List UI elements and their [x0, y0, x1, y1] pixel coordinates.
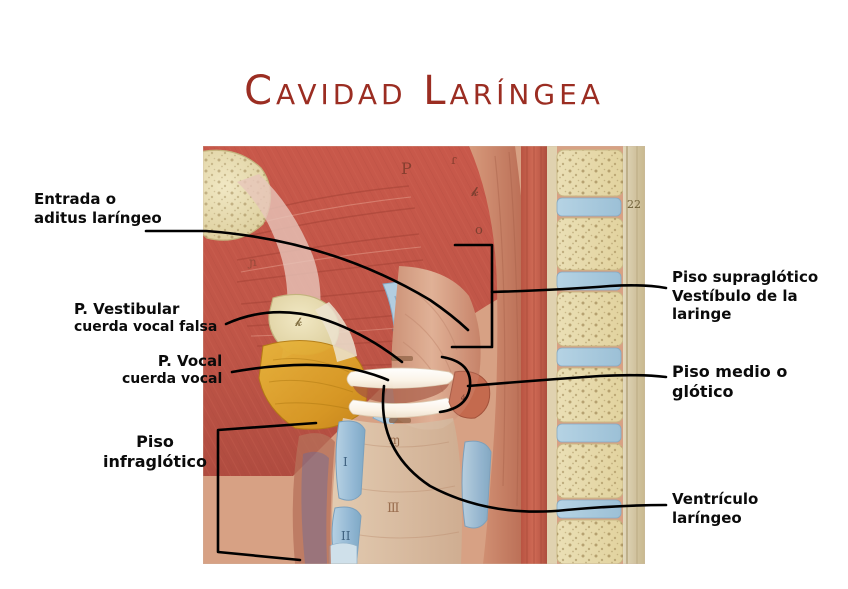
label-ventriculo-line-1: Ventrículo: [672, 490, 759, 508]
figure-mark-r: ɾ: [451, 153, 457, 168]
figure-mark-III: Ⅲ: [387, 501, 400, 516]
tracheal-cartilage: [335, 420, 366, 501]
figure-mark-22: 22: [627, 198, 641, 211]
figure-mark-n: ɲ: [247, 255, 257, 269]
label-piso-medio-glotico: Piso medio o glótico: [672, 362, 787, 402]
label-pliegue-vestibular: P. Vestibular cuerda vocal falsa: [74, 300, 217, 336]
intervertebral-disc: [556, 347, 622, 367]
label-vestibular-line-2: cuerda vocal falsa: [74, 318, 218, 335]
label-infraglotico-line-2: infraglótico: [102, 451, 208, 471]
mandible-trabeculae: [203, 150, 271, 241]
label-supraglotico-line-1: Piso supraglótico: [672, 268, 819, 286]
anterior-longitudinal-ligament: [547, 146, 557, 564]
figure-mark-o: o: [475, 223, 483, 238]
vertebral-trabeculae: [557, 368, 623, 422]
intervertebral-disc: [556, 197, 622, 217]
label-aditus-line-2: aditus laríngeo: [34, 208, 162, 227]
intervertebral-disc: [556, 423, 622, 443]
label-aditus-line-1: Entrada o: [34, 190, 117, 208]
label-pliegue-vocal: P. Vocal cuerda vocal: [122, 352, 222, 388]
label-medio-line-2: glótico: [672, 381, 734, 401]
illustration-body: 𝓴 ↙: [203, 146, 645, 564]
label-piso-infraglotico: Piso infraglótico: [96, 432, 214, 472]
label-medio-line-1: Piso medio o: [672, 362, 788, 381]
figure-mark-m: ɱ: [389, 433, 400, 447]
figure-mark-trachea-I: I: [343, 455, 348, 469]
label-ventriculo-line-2: laríngeo: [672, 508, 742, 527]
figure-mark-hyoid: 𝓴: [295, 315, 302, 329]
label-supraglotico-line-3: laringe: [672, 305, 732, 324]
label-vocal-line-1: P. Vocal: [157, 352, 223, 370]
figure-mark-k: 𝓴: [471, 185, 479, 200]
intervertebral-disc: [556, 271, 622, 291]
vertebral-trabeculae: [557, 292, 623, 346]
label-aditus-laringeo: Entrada o aditus laríngeo: [34, 190, 162, 227]
page-title: Cavidad Laríngea: [244, 68, 604, 114]
sagittal-larynx-illustration: 𝓴 ↙: [203, 146, 645, 564]
figure-mark-P: P: [401, 159, 412, 178]
vertebral-trabeculae: [557, 520, 623, 564]
vertebral-trabeculae: [557, 444, 623, 498]
vertebral-trabeculae: [557, 150, 623, 196]
intervertebral-disc: [556, 499, 622, 519]
anterior-jugular-vein: [301, 451, 329, 564]
label-piso-supraglotico: Piso supraglótico Vestíbulo de la laring…: [672, 268, 818, 324]
posterior-tracheal-cartilage: [461, 440, 492, 529]
label-infraglotico-line-1: Piso: [136, 432, 174, 451]
label-ventriculo-laringeo: Ventrículo laríngeo: [672, 490, 758, 527]
label-vocal-line-2: cuerda vocal: [122, 370, 223, 387]
cricoid-lower-segment: [328, 542, 358, 564]
cervical-vertebral-column: [556, 149, 624, 564]
label-vestibular-line-1: P. Vestibular: [74, 300, 180, 318]
label-supraglotico-line-2: Vestíbulo de la: [672, 286, 798, 305]
vertebral-trabeculae: [557, 218, 623, 270]
figure-mark-trachea-II: II: [341, 529, 351, 543]
